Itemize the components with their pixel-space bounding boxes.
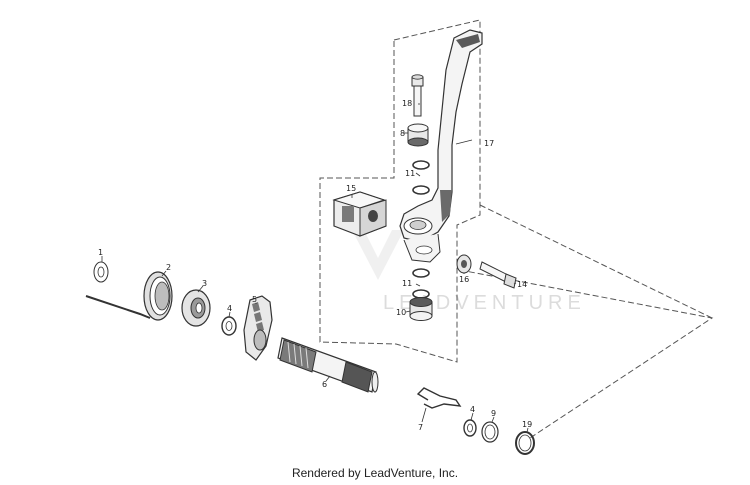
collar-8 [407, 123, 429, 147]
kick-spring-2 [85, 271, 173, 321]
footer-credit: Rendered by LeadVenture, Inc. [291, 466, 459, 480]
bolt-14 [479, 261, 517, 289]
callout-18: 18 [402, 99, 412, 108]
kick-shaft-6 [277, 337, 379, 393]
callout-16: 16 [459, 275, 469, 284]
collar-10 [409, 297, 433, 321]
o-ring-11-upper [412, 160, 430, 195]
callout-14: 14 [517, 280, 527, 289]
callout-5: 5 [252, 295, 257, 304]
callout-9: 9 [491, 409, 496, 418]
washer-4-left [221, 316, 237, 336]
watermark-logo [352, 230, 404, 280]
callout-4-left: 4 [227, 304, 232, 313]
clip-7 [416, 387, 462, 409]
washer-1 [93, 261, 109, 283]
callout-10: 10 [396, 308, 406, 317]
spring-guide-3 [181, 289, 211, 327]
callout-17: 17 [484, 139, 494, 148]
clamp-block-15 [332, 191, 387, 237]
callout-3: 3 [202, 279, 207, 288]
bolt-18 [411, 74, 424, 117]
callout-2: 2 [166, 263, 171, 272]
callout-8: 8 [400, 129, 405, 138]
callout-6: 6 [322, 380, 327, 389]
callout-11-upper: 11 [405, 169, 415, 178]
ratchet-5 [243, 295, 273, 361]
callout-7: 7 [418, 423, 423, 432]
washer-4-right [463, 419, 477, 437]
washer-9 [481, 421, 499, 443]
callout-1: 1 [98, 248, 103, 257]
washer-16 [456, 254, 472, 274]
leader-lines [101, 103, 529, 433]
callout-4-right: 4 [470, 405, 475, 414]
callout-15: 15 [346, 184, 356, 193]
callout-19: 19 [522, 420, 532, 429]
kick-lever-17 [399, 29, 483, 263]
snap-ring-19 [515, 431, 535, 455]
assembly-dashed-outline [319, 19, 714, 439]
callout-11-lower: 11 [402, 279, 412, 288]
